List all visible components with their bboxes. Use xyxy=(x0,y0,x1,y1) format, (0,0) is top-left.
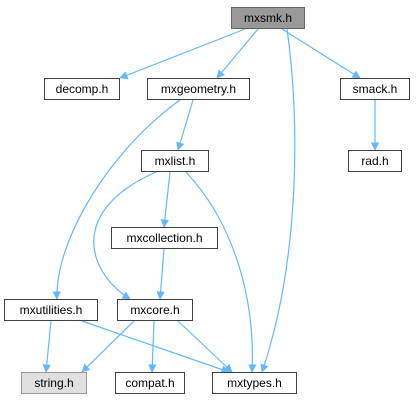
node-mxcore-h[interactable]: mxcore.h xyxy=(117,299,193,321)
node-decomp-h[interactable]: decomp.h xyxy=(44,78,120,100)
edge-mxcore-to-mxtypes xyxy=(177,320,233,373)
edge-mxsmk-to-decomp xyxy=(119,28,246,80)
node-mxgeometry-h[interactable]: mxgeometry.h xyxy=(147,78,250,100)
edge-mxlist-to-mxcore xyxy=(93,171,157,300)
edge-mxsmk-to-mxtypes xyxy=(260,28,296,373)
edge-mxsmk-to-smack xyxy=(281,28,361,79)
node-mxutilities-h[interactable]: mxutilities.h xyxy=(4,299,98,321)
edge-mxlist-to-mxcollection xyxy=(160,171,171,228)
edge-mxlist-to-mxtypes xyxy=(185,171,257,373)
edge-mxsmk-to-mxgeometry xyxy=(216,28,259,79)
node-rad-h[interactable]: rad.h xyxy=(348,150,402,172)
edge-mxutilities-to-string xyxy=(42,320,52,373)
edge-mxcore-to-string xyxy=(81,320,135,373)
node-smack-h[interactable]: smack.h xyxy=(340,78,410,100)
node-mxlist-h[interactable]: mxlist.h xyxy=(141,150,209,172)
edge-mxcore-to-compat xyxy=(148,320,157,373)
node-mxtypes-h[interactable]: mxtypes.h xyxy=(212,372,297,394)
edge-mxgeometry-to-mxutilities xyxy=(52,99,181,300)
node-compat-h[interactable]: compat.h xyxy=(115,372,185,394)
node-mxcollection-h[interactable]: mxcollection.h xyxy=(111,227,218,249)
edge-mxcollection-to-mxcore xyxy=(156,248,165,300)
edge-mxgeometry-to-mxlist xyxy=(176,99,194,151)
node-mxsmk-h[interactable]: mxsmk.h xyxy=(231,7,305,29)
node-string-h[interactable]: string.h xyxy=(21,372,87,394)
edge-mxutilities-to-mxtypes xyxy=(81,320,230,374)
